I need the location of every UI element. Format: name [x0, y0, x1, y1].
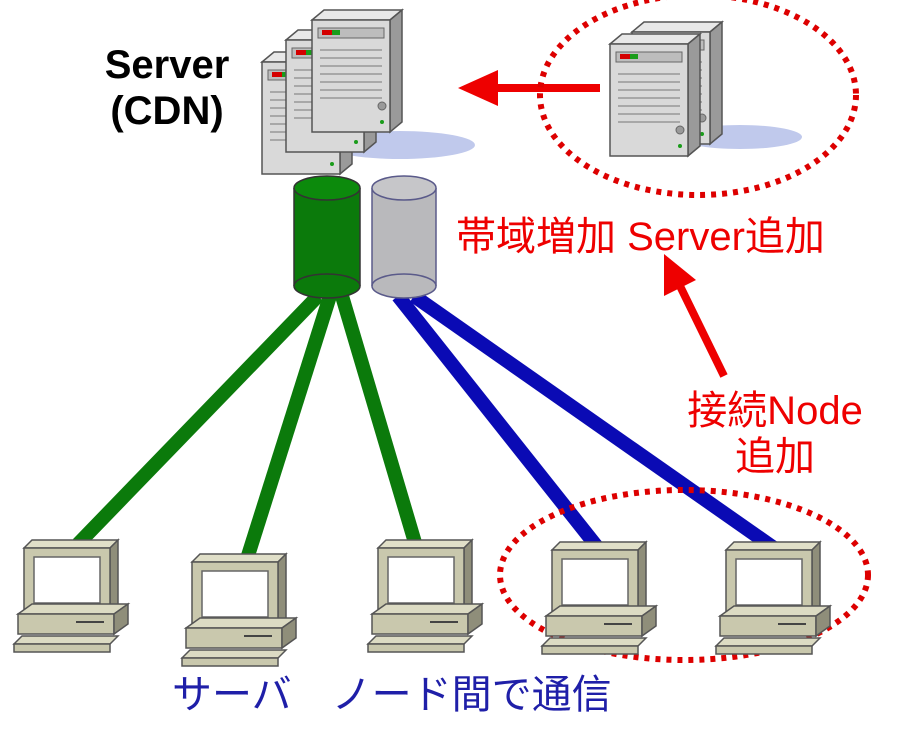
node-add-label-line2: 追加	[735, 435, 815, 479]
green-link-3	[335, 294, 423, 548]
green-database-icon	[293, 175, 361, 299]
client-computer-icon	[367, 539, 483, 653]
server-label-line2: (CDN)	[110, 89, 224, 133]
client-computer-icon	[715, 541, 831, 655]
server-label-line1: Server	[104, 43, 230, 87]
client-computer-icon	[541, 541, 657, 655]
blue-links	[392, 290, 779, 554]
blue-link-2	[409, 290, 779, 554]
server-add-arrow	[458, 70, 600, 106]
client-computer-icon	[181, 553, 297, 667]
node-add-label: 接続Node 追加	[660, 388, 890, 480]
node-add-label-line1: 接続Node	[687, 389, 863, 433]
green-links	[72, 291, 423, 565]
grey-database-icon	[371, 175, 437, 299]
client-computer-icon	[13, 539, 129, 653]
node-highlight-circle	[497, 487, 871, 663]
bandwidth-server-add-label: 帯域増加 Server追加	[456, 215, 825, 259]
added-server-icon	[609, 21, 723, 157]
green-link-2	[239, 293, 337, 565]
blue-link-1	[392, 291, 604, 553]
green-link-1	[72, 291, 324, 549]
server-highlight-circle	[537, 0, 859, 198]
bottom-caption: サーバ ノード間で通信	[172, 673, 612, 717]
node-add-arrow	[664, 254, 728, 378]
server-label: Server (CDN)	[82, 42, 252, 134]
